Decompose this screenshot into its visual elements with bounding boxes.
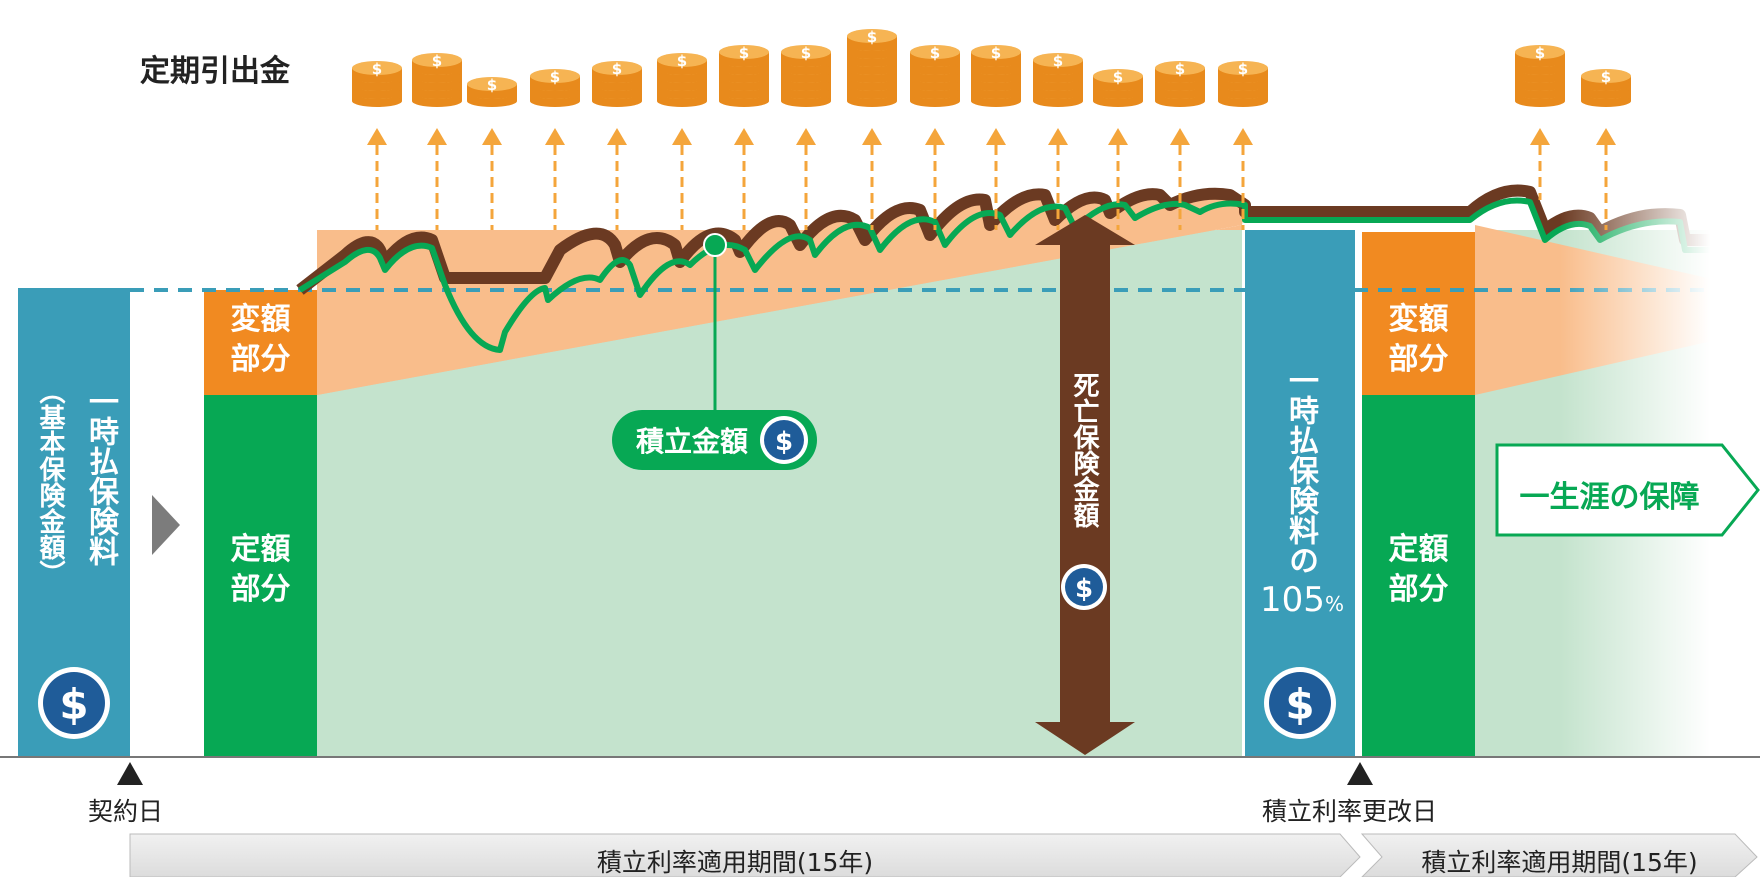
svg-text:$: $ [1285, 680, 1314, 729]
coin-stack-icon: $ [910, 44, 960, 107]
dollar-coin-icon: $ [1061, 564, 1107, 610]
withdrawal-arrow [672, 128, 692, 230]
withdrawal-arrow [986, 128, 1006, 230]
svg-text:$: $ [612, 60, 622, 78]
coin-stacks: $ $ $ $ $ $ $ $ $ $ $ $ $ $ $ $ $ [352, 28, 1631, 107]
initial-premium-label: 一時払保険料 [83, 386, 118, 566]
callout-dot [703, 233, 727, 257]
contract-marker [117, 762, 143, 785]
accumulated-line-brown [296, 184, 1760, 295]
period-label-2: 積立利率適用期間(15年) [1421, 848, 1698, 877]
svg-text:$: $ [432, 52, 442, 70]
variable-part-block [204, 290, 317, 395]
renewal-marker [1347, 762, 1373, 785]
period-bar-2 [1360, 833, 1758, 877]
coin-stack-icon: $ [1581, 68, 1631, 107]
renewal-percent: 105% [1250, 580, 1354, 620]
svg-text:$: $ [1113, 68, 1123, 86]
variable-part-block-2 [1362, 232, 1475, 395]
svg-text:$: $ [801, 44, 811, 62]
lifetime-label: 一生涯の保障 [1519, 480, 1700, 515]
svg-text:$: $ [550, 68, 560, 86]
withdrawal-arrow [482, 128, 502, 230]
variable-part-label-2: 変額 部分 [1388, 302, 1449, 377]
svg-text:$: $ [867, 28, 877, 46]
contract-date-label: 契約日 [88, 797, 164, 826]
withdrawal-arrow [367, 128, 387, 230]
coin-stack-icon: $ [530, 68, 580, 107]
coin-stack-icon: $ [1033, 52, 1083, 107]
withdrawal-title: 定期引出金 [140, 54, 290, 89]
svg-text:$: $ [1601, 68, 1611, 86]
svg-text:$: $ [1075, 574, 1093, 604]
coin-stack-icon: $ [847, 28, 897, 107]
withdrawal-arrow [796, 128, 816, 230]
accumulated-line-green [298, 197, 1760, 353]
svg-text:$: $ [487, 76, 497, 94]
withdrawal-arrow [1530, 128, 1550, 200]
svg-text:$: $ [1238, 60, 1248, 78]
fixed-part-label-2: 定額 部分 [1388, 532, 1449, 607]
withdrawal-arrow [1108, 128, 1128, 230]
dollar-coin-icon: $ [1264, 667, 1336, 739]
period-label-1: 積立利率適用期間(15年) [596, 848, 874, 877]
period-bar-1 [129, 833, 1361, 877]
svg-text:$: $ [1175, 60, 1185, 78]
withdrawal-arrows [367, 128, 1616, 230]
coin-stack-icon: $ [592, 60, 642, 107]
svg-text:$: $ [372, 60, 382, 78]
death-benefit-arrow [1035, 215, 1135, 755]
dollar-coin-icon: $ [760, 416, 808, 464]
withdrawal-arrow [862, 128, 882, 230]
coin-stack-icon: $ [971, 44, 1021, 107]
svg-text:$: $ [991, 44, 1001, 62]
withdrawal-arrow [734, 128, 754, 230]
withdrawal-arrow [1233, 128, 1253, 230]
svg-text:$: $ [930, 44, 940, 62]
renewal-percent-value: 105 [1260, 580, 1325, 620]
renewal-premium-label: 一時払保険料の [1283, 365, 1318, 575]
initial-premium-sublabel: （基本保険金額） [35, 378, 65, 586]
death-benefit-label: 死亡保険金額 [1069, 372, 1099, 528]
withdrawal-arrow [427, 128, 447, 230]
withdrawal-arrow [1596, 128, 1616, 230]
coin-stack-icon: $ [719, 44, 769, 107]
fixed-part-label: 定額 部分 [230, 532, 291, 607]
svg-text:$: $ [1053, 52, 1063, 70]
dollar-coin-icon: $ [38, 667, 110, 739]
renewal-date-label: 積立利率更改日 [1262, 797, 1438, 826]
withdrawal-arrow [1048, 128, 1068, 230]
coin-stack-icon: $ [1093, 68, 1143, 107]
coin-stack-icon: $ [412, 52, 462, 107]
coin-stack-icon: $ [1218, 60, 1268, 107]
coin-stack-icon: $ [1155, 60, 1205, 107]
coin-stack-icon: $ [467, 76, 517, 107]
coin-stack-icon: $ [352, 60, 402, 107]
coin-stack-icon: $ [1515, 44, 1565, 107]
withdrawal-arrow [925, 128, 945, 230]
svg-text:$: $ [1535, 44, 1545, 62]
withdrawal-arrow [1170, 128, 1190, 230]
withdrawal-arrow [545, 128, 565, 230]
coin-stack-icon: $ [781, 44, 831, 107]
coin-stack-icon: $ [657, 52, 707, 107]
lifetime-box [1495, 443, 1760, 537]
svg-text:$: $ [59, 680, 88, 729]
sawtooth-fill [317, 198, 1245, 395]
withdrawal-arrow [607, 128, 627, 230]
fixed-part-block [204, 395, 317, 757]
renewal-percent-unit: % [1324, 592, 1344, 616]
flow-arrow-icon [152, 495, 180, 555]
accumulated-label: 積立金額 [635, 425, 748, 458]
svg-text:$: $ [775, 427, 793, 457]
fixed-part-block-2 [1362, 395, 1475, 757]
svg-text:$: $ [739, 44, 749, 62]
svg-text:$: $ [677, 52, 687, 70]
variable-part-label: 変額 部分 [230, 302, 291, 377]
